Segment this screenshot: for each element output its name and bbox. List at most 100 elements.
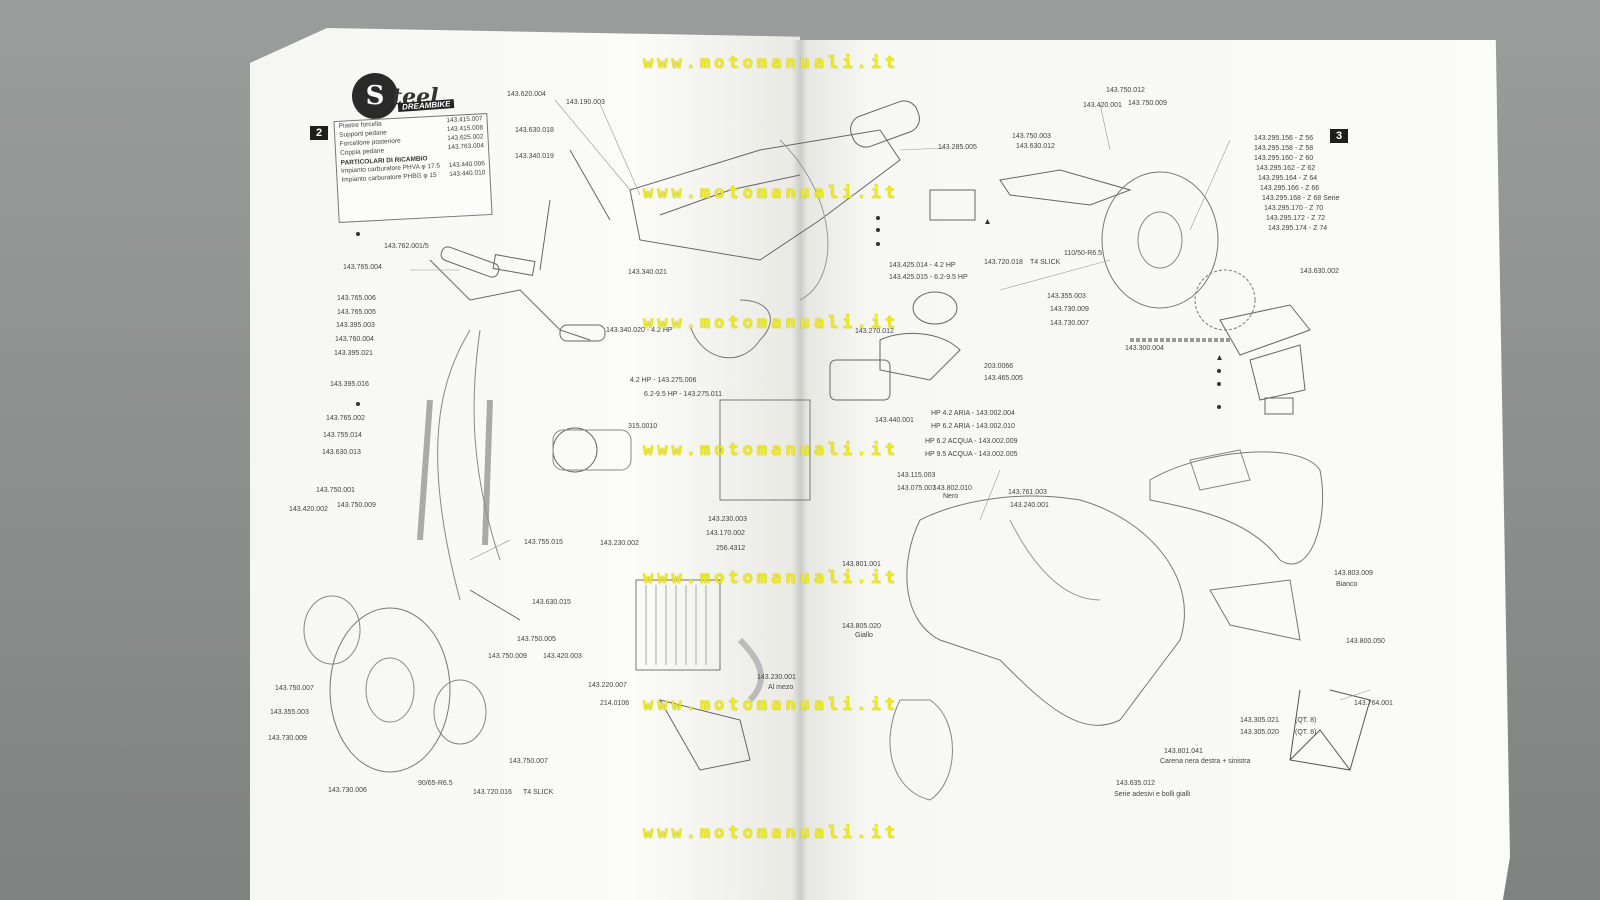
part-label: 256.4312	[716, 545, 746, 552]
part-label: Giallo	[855, 632, 873, 639]
part-label: 143.305.021	[1240, 717, 1279, 724]
part-label: 143.395.016	[330, 381, 369, 388]
part-label: 315.0010	[628, 423, 658, 430]
part-label: 143.395.021	[334, 350, 373, 357]
paddock-stand-shape	[1289, 689, 1371, 771]
part-label: 143.420.001	[1083, 102, 1122, 109]
part-label: 143.230.003	[708, 516, 747, 523]
sprocket-label: 143.295.158 - Z 58	[1254, 145, 1314, 152]
watermark-text: www.motomanuali.it	[643, 440, 900, 460]
front-hub-shape	[365, 657, 415, 723]
part-label: HP 6.2 ARIA - 143.002.010	[931, 423, 1015, 430]
part-label: 143.801.001	[842, 561, 881, 568]
watermark-text: www.motomanuali.it	[643, 313, 900, 333]
part-label: 143.355.003	[1047, 293, 1086, 300]
sprocket-label: 143.295.156 - Z 56	[1254, 135, 1314, 142]
engine-block-shape	[719, 399, 811, 501]
part-label: 143.750.009	[488, 653, 527, 660]
part-label: 143.730.009	[268, 735, 307, 742]
part-label: 143.285.005	[938, 144, 977, 151]
part-label: 143.755.014	[323, 432, 362, 439]
part-label: 143.300.004	[1125, 345, 1164, 352]
part-label: 143.760.004	[335, 336, 374, 343]
carburetor-shape	[829, 359, 891, 401]
sprocket-label: 143.295.172 - Z 72	[1266, 215, 1326, 222]
part-label: 143.750.009	[337, 502, 376, 509]
front-fender-shape	[889, 699, 953, 801]
part-label: (QT. 8)	[1295, 717, 1317, 724]
front-fairing-shape	[906, 495, 1185, 726]
part-label: 90/65-R6.5	[418, 780, 453, 787]
sprocket-label: 143.295.168 - Z 68 Serie	[1262, 195, 1340, 202]
part-label: 143.750.009	[1128, 100, 1167, 107]
part-label: 143.630.013	[322, 449, 361, 456]
watermark-text: www.motomanuali.it	[643, 568, 900, 588]
radiator-hose-shape	[737, 637, 764, 703]
front-disc-shape	[303, 595, 361, 665]
part-label: 143.305.020	[1240, 729, 1279, 736]
part-label: 214.0106	[600, 700, 630, 707]
part-label: Carena nera destra + sinistra	[1160, 758, 1251, 765]
left-grip-shape	[440, 246, 500, 278]
throttle-cable	[473, 329, 501, 561]
part-label: 143.620.004	[507, 91, 546, 98]
part-label: 143.230.002	[600, 540, 639, 547]
part-label: Al mezo	[768, 684, 794, 691]
fork-leg-right	[482, 399, 493, 546]
rear-fender-arc	[779, 139, 829, 301]
page-number-left: 2	[310, 126, 329, 140]
part-label: 143.720.016	[473, 789, 512, 796]
part-label: Nero	[943, 493, 959, 500]
legend-code: 143.763.004	[447, 142, 485, 152]
part-label: 143.730.007	[1050, 320, 1089, 327]
part-label: 143.750.005	[517, 636, 556, 643]
rear-footpeg-shape	[1264, 397, 1294, 415]
front-wheel-shape	[329, 607, 451, 773]
part-label: 143.765.006	[337, 295, 376, 302]
part-label: T4 SLICK	[523, 789, 554, 796]
part-label: 143.750.007	[509, 758, 548, 765]
rear-wheel-shape	[1101, 171, 1219, 309]
part-label: 143.220.007	[588, 682, 627, 689]
part-label: 143.190.003	[566, 99, 605, 106]
air-filter-shape	[912, 291, 958, 325]
part-label: 143.630.012	[1016, 143, 1055, 150]
part-label: 143.730.006	[328, 787, 367, 794]
part-label: 143.170.002	[706, 530, 745, 537]
watermark-text: www.motomanuali.it	[643, 823, 900, 843]
part-label: 143.801.041	[1164, 748, 1203, 755]
part-label: 4.2 HP - 143.275.006	[630, 377, 697, 384]
bolt-shape-2	[539, 199, 551, 271]
part-label: (QT. 8)	[1295, 729, 1317, 736]
rear-hub-shape	[1137, 211, 1183, 269]
part-label: 143.802.010	[933, 485, 972, 492]
page-number-right: 3	[1330, 129, 1349, 143]
part-label: 143.420.002	[289, 506, 328, 513]
part-label: 143.270.012	[855, 328, 894, 335]
part-label: 143.465.005	[984, 375, 1023, 382]
part-label: 143.764.001	[1354, 700, 1393, 707]
radiator-shape	[635, 579, 721, 671]
part-label: 143.750.003	[1012, 133, 1051, 140]
part-label: 143.630.015	[532, 599, 571, 606]
tank-cap-shape	[552, 427, 598, 473]
swingarm-shape	[999, 169, 1132, 206]
front-axle-shape	[469, 589, 521, 621]
radiator-bracket-shape	[658, 699, 751, 771]
seat-pad-shape	[1189, 449, 1251, 491]
sprocket-label: 143.295.166 - Z 66	[1260, 185, 1320, 192]
front-disc-right-shape	[433, 679, 487, 745]
part-label: 143.762.001/5	[384, 243, 429, 250]
part-label: 143.630.018	[515, 127, 554, 134]
part-label: 143.075.007	[897, 485, 936, 492]
part-label: 143.720.018	[984, 259, 1023, 266]
frame-shape	[629, 129, 901, 261]
legend-code: 143.440.010	[449, 169, 486, 179]
part-label: Bianco	[1336, 581, 1358, 588]
watermark-text: www.motomanuali.it	[643, 183, 900, 203]
sprocket-label: 143.295.170 - Z 70	[1264, 205, 1324, 212]
sprocket-label: 143.295.160 - Z 60	[1254, 155, 1314, 162]
top-clamp-shape	[492, 254, 536, 276]
right-grip-shape	[559, 324, 606, 342]
part-label: 143.340.021	[628, 269, 667, 276]
